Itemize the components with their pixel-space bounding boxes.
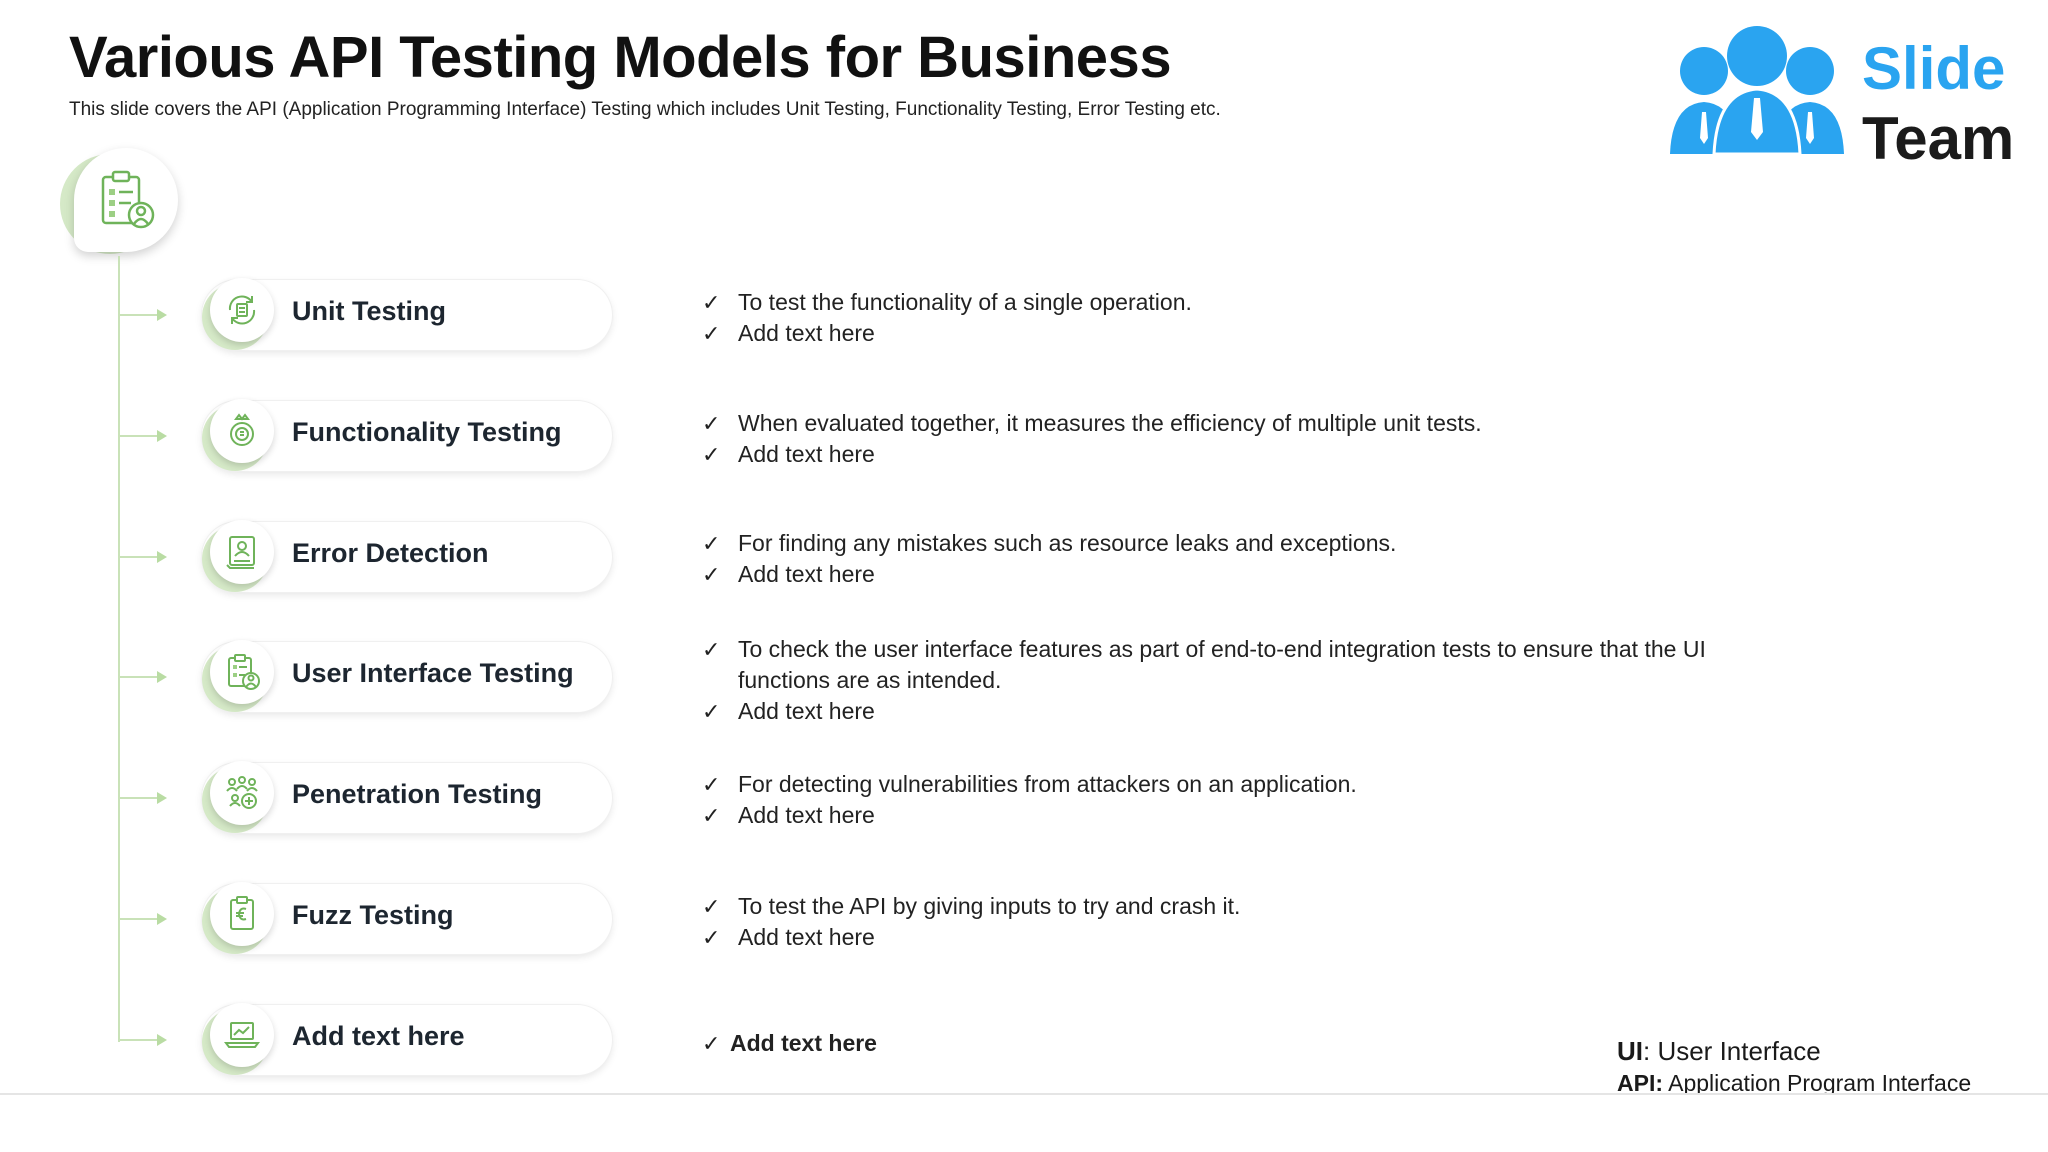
bullet-item: ✓For detecting vulnerabilities from atta… xyxy=(700,769,1800,800)
footer-divider xyxy=(0,1093,2048,1095)
page-title: Various API Testing Models for Business xyxy=(69,25,1172,90)
check-icon: ✓ xyxy=(702,925,721,950)
bullet-item: ✓To test the API by giving inputs to try… xyxy=(700,891,1800,922)
bullet-item: ✓To check the user interface features as… xyxy=(702,636,1706,693)
arrow-right-icon xyxy=(119,551,167,563)
list-item: Functionality Testing xyxy=(0,397,2048,477)
model-label: Error Detection xyxy=(292,538,489,568)
people-icon xyxy=(1670,26,1844,156)
abbreviation-api: API: Application Program Interface xyxy=(1617,1070,1972,1096)
model-description: ✓To test the API by giving inputs to try… xyxy=(700,891,1800,953)
arrow-right-icon xyxy=(119,671,167,683)
arrow-right-icon xyxy=(119,792,167,804)
list-item: Fuzz Testing xyxy=(0,880,2048,960)
check-icon: ✓ xyxy=(702,894,721,919)
bullet-item: ✓Add text here xyxy=(700,922,1800,953)
logo-word-team: Team xyxy=(1862,105,2015,172)
model-label: Unit Testing xyxy=(292,296,446,326)
check-icon: ✓ xyxy=(702,1031,721,1056)
check-icon: ✓ xyxy=(702,803,721,828)
model-label: Functionality Testing xyxy=(292,417,562,447)
document-user-icon xyxy=(226,536,255,569)
clipboard-user-icon xyxy=(101,170,155,229)
bullet-item: ✓To test the functionality of a single o… xyxy=(700,287,1800,318)
logo-word-slide: Slide xyxy=(1862,35,2006,102)
arrow-right-icon xyxy=(119,913,167,925)
model-description: ✓To test the functionality of a single o… xyxy=(700,287,1800,349)
bullet-item: ✓Add text here xyxy=(700,439,1800,470)
people-network-icon xyxy=(226,776,258,809)
model-label: Fuzz Testing xyxy=(292,900,454,930)
check-icon: ✓ xyxy=(702,411,721,436)
page-subtitle: This slide covers the API (Application P… xyxy=(69,99,1221,120)
bullet-item: ✓Add text here xyxy=(700,1028,1800,1059)
arrow-right-icon xyxy=(119,430,167,442)
abbreviation-ui: UI: User Interface xyxy=(1617,1036,1821,1066)
model-label: Add text here xyxy=(292,1021,465,1051)
list-item: Unit Testing xyxy=(0,276,2048,356)
model-description: ✓For detecting vulnerabilities from atta… xyxy=(700,769,1800,831)
footer-band xyxy=(0,1095,2048,1152)
cycle-doc-icon xyxy=(228,295,256,325)
bullet-item: ✓Add text here xyxy=(700,559,1800,590)
timeline-connector xyxy=(118,256,120,1042)
model-description: ✓When evaluated together, it measures th… xyxy=(700,408,1800,470)
check-icon: ✓ xyxy=(702,699,721,724)
laptop-chart-icon xyxy=(224,1022,260,1048)
slideteam-logo: Slide Team xyxy=(1662,26,2022,172)
check-icon: ✓ xyxy=(702,772,721,797)
check-icon: ✓ xyxy=(702,290,721,315)
model-description: ✓Add text here xyxy=(700,1028,1800,1059)
check-icon: ✓ xyxy=(702,321,721,346)
arrow-right-icon xyxy=(119,309,167,321)
bullet-item: ✓For finding any mistakes such as resour… xyxy=(700,528,1800,559)
model-description: ✓For finding any mistakes such as resour… xyxy=(700,528,1800,590)
arrow-right-icon xyxy=(119,1034,167,1046)
list-item: Penetration Testing xyxy=(0,759,2048,839)
list-item: Add text here xyxy=(0,1001,2048,1081)
bullet-item: ✓When evaluated together, it measures th… xyxy=(700,408,1800,439)
model-label: Penetration Testing xyxy=(292,779,543,809)
check-icon: ✓ xyxy=(702,637,721,662)
check-icon: ✓ xyxy=(702,442,721,467)
bullet-item: ✓Add text here xyxy=(700,318,1800,349)
list-item: Error Detection xyxy=(0,518,2048,598)
list-item: User Interface Testing xyxy=(0,638,2048,718)
bullet-item: ✓Add text here xyxy=(700,800,1800,831)
check-icon: ✓ xyxy=(702,562,721,587)
check-icon: ✓ xyxy=(702,531,721,556)
bullet-item: ✓Add text here xyxy=(700,696,1800,727)
gear-coin-icon xyxy=(230,413,254,446)
model-label: User Interface Testing xyxy=(292,658,574,688)
hub-badge xyxy=(60,148,180,258)
clipboard-euro-icon xyxy=(230,896,254,930)
checklist-person-icon xyxy=(228,654,260,690)
model-description: ✓To check the user interface features as… xyxy=(700,634,1800,727)
